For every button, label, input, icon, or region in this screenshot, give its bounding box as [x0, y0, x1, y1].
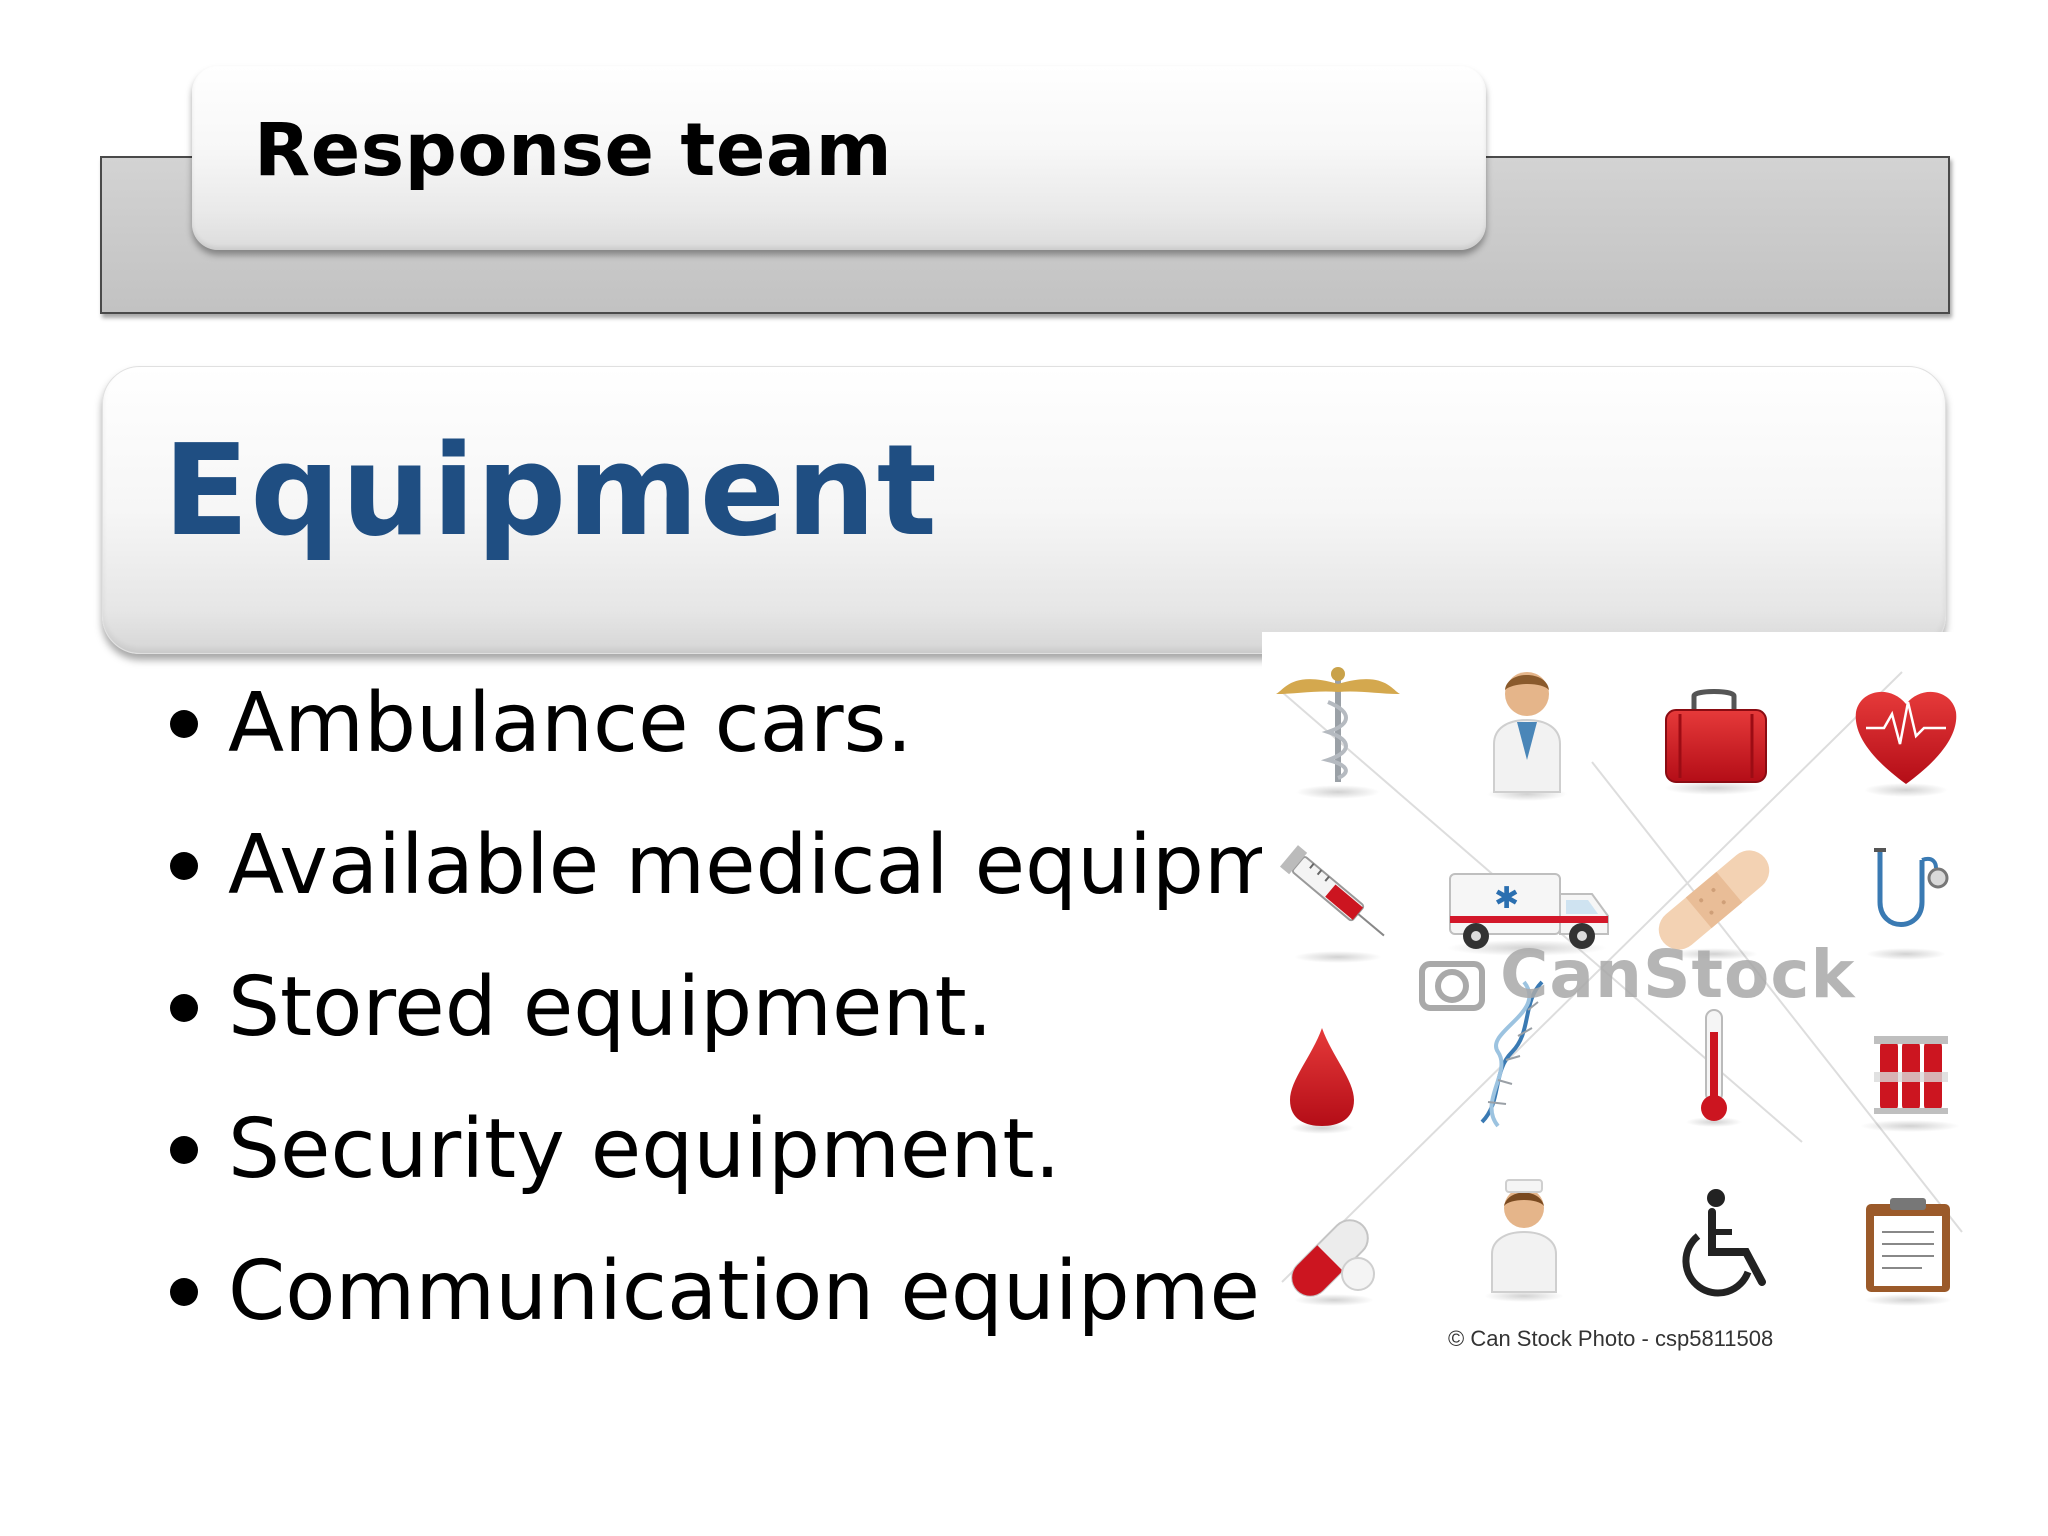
bullet-dot — [170, 1278, 198, 1306]
bullet-text: Available medical equipment. — [228, 818, 1288, 913]
bandage-icon — [1658, 850, 1770, 960]
stethoscope-icon — [1866, 848, 1949, 960]
bullet-list: Ambulance cars. Available medical equipm… — [168, 668, 1288, 1348]
syringe-icon — [1279, 845, 1385, 963]
test-tubes-icon — [1860, 1036, 1960, 1132]
ambulance-icon: ✱ — [1447, 873, 1609, 956]
bullet-item: Available medical equipment. — [168, 810, 1288, 952]
blood-drop-icon — [1290, 1028, 1354, 1134]
medical-icons-image: ✱ — [1262, 632, 2048, 1380]
bullet-dot — [170, 994, 198, 1022]
slide-title: Equipment — [163, 417, 939, 564]
section-tab: Response team — [192, 66, 1486, 250]
doctor-icon — [1487, 672, 1567, 801]
thermometer-icon — [1686, 1009, 1742, 1127]
bullet-item: Security equipment. — [168, 1094, 1288, 1236]
pill-icon — [1291, 1219, 1375, 1306]
bullet-dot — [170, 710, 198, 738]
heart-icon — [1855, 691, 1957, 797]
watermark-text: CanStock — [1500, 936, 1856, 1013]
bullet-item: Communication equipment. — [168, 1236, 1288, 1348]
bullet-text: Ambulance cars. — [228, 676, 913, 771]
bullet-item: Ambulance cars. — [168, 668, 1288, 810]
bullet-item: Stored equipment. — [168, 952, 1288, 1094]
bullet-text: Communication equipment. — [228, 1244, 1288, 1339]
camera-icon — [1419, 961, 1485, 1011]
image-credit: © Can Stock Photo - csp5811508 — [1448, 1326, 1774, 1351]
bullet-text: Security equipment. — [228, 1102, 1061, 1197]
medical-bag-icon — [1664, 689, 1767, 795]
medical-icons-svg: ✱ — [1276, 667, 1963, 1306]
bullet-dot — [170, 1136, 198, 1164]
bullet-text: Stored equipment. — [228, 960, 993, 1055]
wheelchair-icon — [1682, 1189, 1766, 1297]
caduceus-icon — [1276, 667, 1400, 799]
nurse-icon — [1484, 1179, 1564, 1302]
clipboard-icon — [1864, 1198, 1952, 1306]
svg-text:✱: ✱ — [1494, 881, 1519, 916]
bullet-dot — [170, 852, 198, 880]
dna-icon — [1480, 980, 1544, 1128]
section-title: Response team — [254, 108, 893, 193]
title-box: Equipment — [102, 366, 1946, 654]
